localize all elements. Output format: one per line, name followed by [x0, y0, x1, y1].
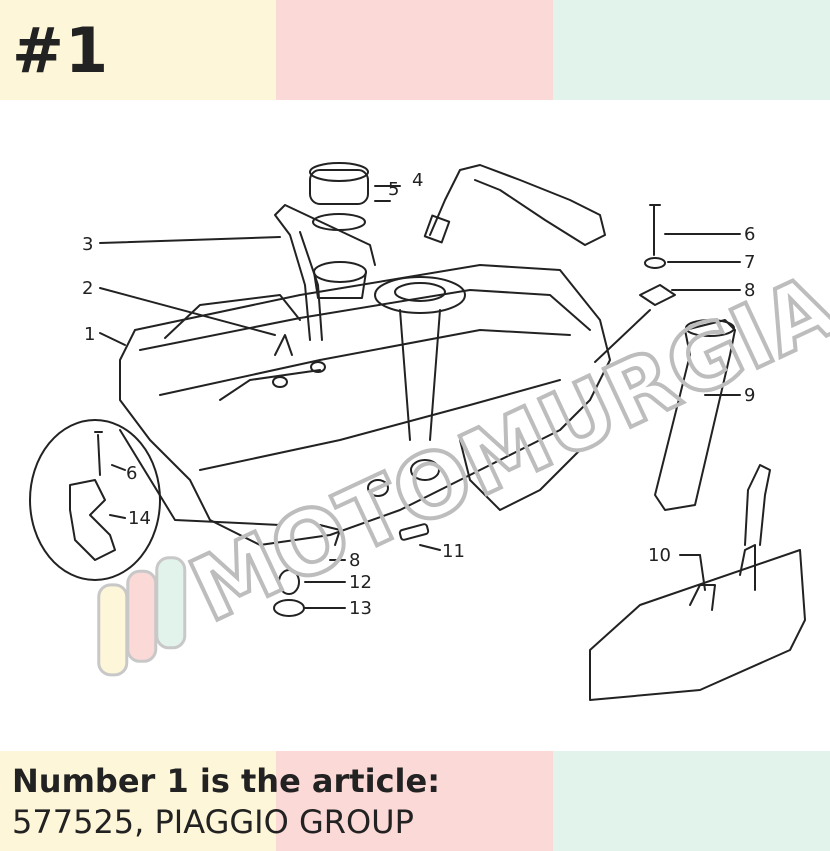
top-color-band — [0, 0, 830, 100]
parts-diagram: MOTOMURGIA 1 2 3 4 5 6 7 8 9 6 14 8 11 1… — [29, 162, 830, 701]
caption-article-number: 577525, PIAGGIO GROUP — [12, 803, 414, 841]
callout-3: 3 — [82, 234, 93, 255]
callout-11: 11 — [442, 541, 465, 562]
callout-5: 5 — [388, 179, 399, 200]
callout-13: 13 — [349, 598, 372, 619]
callout-2: 2 — [82, 278, 93, 299]
bottom-color-band — [0, 751, 830, 851]
band-cell-pink — [276, 751, 553, 851]
band-cell-yellow — [0, 751, 276, 851]
callout-12: 12 — [349, 572, 372, 593]
band-cell-mint — [553, 751, 830, 851]
callout-7: 7 — [744, 252, 755, 273]
callout-6-detail: 6 — [126, 463, 137, 484]
band-cell-pink — [276, 0, 553, 100]
callout-8: 8 — [744, 280, 755, 301]
callout-8-lower: 8 — [349, 550, 360, 571]
callout-9: 9 — [744, 385, 755, 406]
band-cell-mint — [553, 0, 830, 100]
callout-14: 14 — [128, 508, 151, 529]
fuel-tank-body — [119, 264, 611, 546]
caption-heading: Number 1 is the article: — [12, 762, 440, 800]
callout-4: 4 — [412, 170, 423, 191]
watermark-text: MOTOMURGIA — [175, 254, 830, 642]
article-caption: Number 1 is the article: 577525, PIAGGIO… — [12, 760, 440, 842]
item-number-badge: #1 — [12, 14, 110, 87]
band-cell-yellow — [0, 0, 276, 100]
callout-6: 6 — [744, 224, 755, 245]
callout-10: 10 — [648, 545, 671, 566]
callout-1: 1 — [84, 324, 95, 345]
